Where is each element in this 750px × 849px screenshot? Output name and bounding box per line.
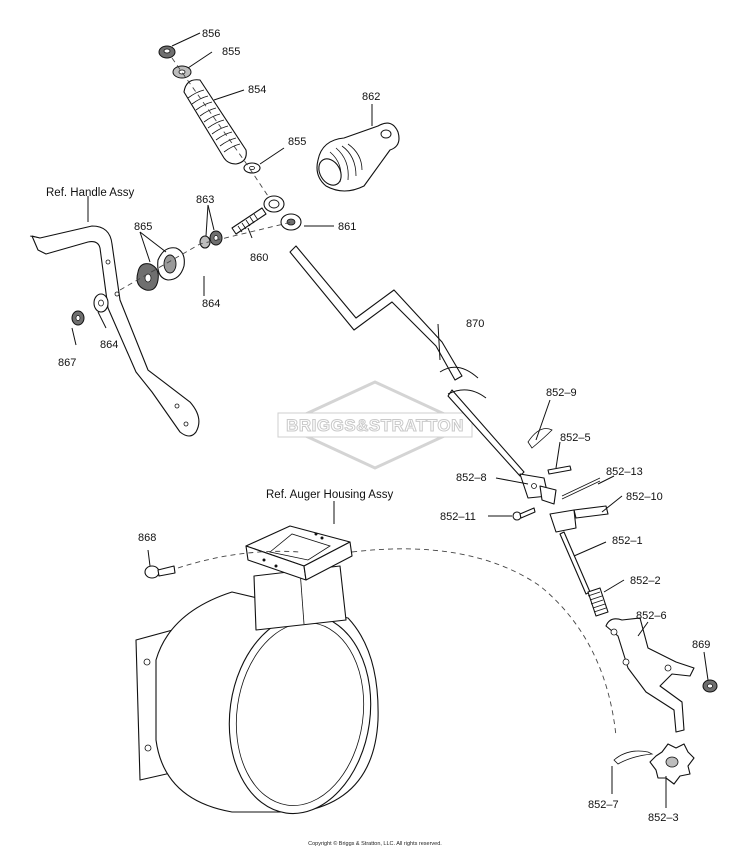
ref-auger-housing-label: Ref. Auger Housing Assy [266, 489, 393, 501]
part-869-nut [702, 679, 718, 693]
watermark-logo: BRIGGS&STRATTON [277, 380, 473, 470]
part-852-11-bolt [512, 507, 536, 521]
label-855-lower: 855 [288, 136, 306, 148]
part-854-grip [183, 79, 247, 165]
label-852-11: 852–11 [440, 511, 476, 523]
label-864-left: 864 [100, 339, 118, 351]
part-852-6-bracket [605, 617, 695, 733]
part-852-10-pin [573, 505, 609, 519]
part-852-3-knob [649, 743, 695, 785]
label-867: 867 [58, 357, 76, 369]
label-861: 861 [338, 221, 356, 233]
part-861-grommet [280, 213, 302, 231]
label-869: 869 [692, 639, 710, 651]
part-852-13-spring [561, 477, 601, 500]
part-870-rod [289, 245, 525, 477]
ref-handle-bracket [29, 225, 200, 437]
label-865: 865 [134, 221, 152, 233]
part-864-washer-left [93, 293, 109, 313]
part-855-washer-top [172, 65, 192, 79]
label-852-6: 852–6 [636, 610, 667, 622]
ref-handle-assy-label: Ref. Handle Assy [46, 187, 134, 199]
label-852-8: 852–8 [456, 472, 487, 484]
part-852-8-ferrule [519, 473, 557, 505]
label-870: 870 [466, 318, 484, 330]
part-856-nut [158, 45, 176, 59]
label-862: 862 [362, 91, 380, 103]
label-855-top: 855 [222, 46, 240, 58]
watermark-text: BRIGGS&STRATTON [286, 416, 464, 435]
label-852-1: 852–1 [612, 535, 643, 547]
label-868: 868 [138, 532, 156, 544]
label-852-3: 852–3 [648, 812, 679, 824]
copyright-text: Copyright © Briggs & Stratton, LLC. All … [308, 840, 442, 847]
label-856: 856 [202, 28, 220, 40]
part-852-9-clip [527, 428, 553, 449]
part-852-2-spring [587, 587, 609, 617]
part-862-knob [316, 122, 400, 192]
part-868-bolt [144, 565, 176, 579]
part-852-5-pin [547, 465, 572, 475]
ref-auger-housing [135, 525, 379, 815]
label-864-right: 864 [202, 298, 220, 310]
label-863: 863 [196, 194, 214, 206]
leader-lines [71, 32, 709, 808]
label-852-10: 852–10 [626, 491, 663, 503]
label-852-13: 852–13 [606, 466, 643, 478]
part-852-1-shaft [549, 509, 591, 595]
label-852-9: 852–9 [546, 387, 577, 399]
part-863-nut-washer [199, 230, 223, 249]
label-852-7: 852–7 [588, 799, 619, 811]
label-854: 854 [248, 84, 266, 96]
part-860-eyebolt [231, 195, 285, 235]
label-852-2: 852–2 [630, 575, 661, 587]
part-855-washer-lower [243, 162, 261, 174]
label-852-5: 852–5 [560, 432, 591, 444]
part-865-pivot [136, 247, 185, 291]
part-852-7-pin [613, 750, 654, 765]
label-860: 860 [250, 252, 268, 264]
part-867-nut [71, 310, 85, 326]
